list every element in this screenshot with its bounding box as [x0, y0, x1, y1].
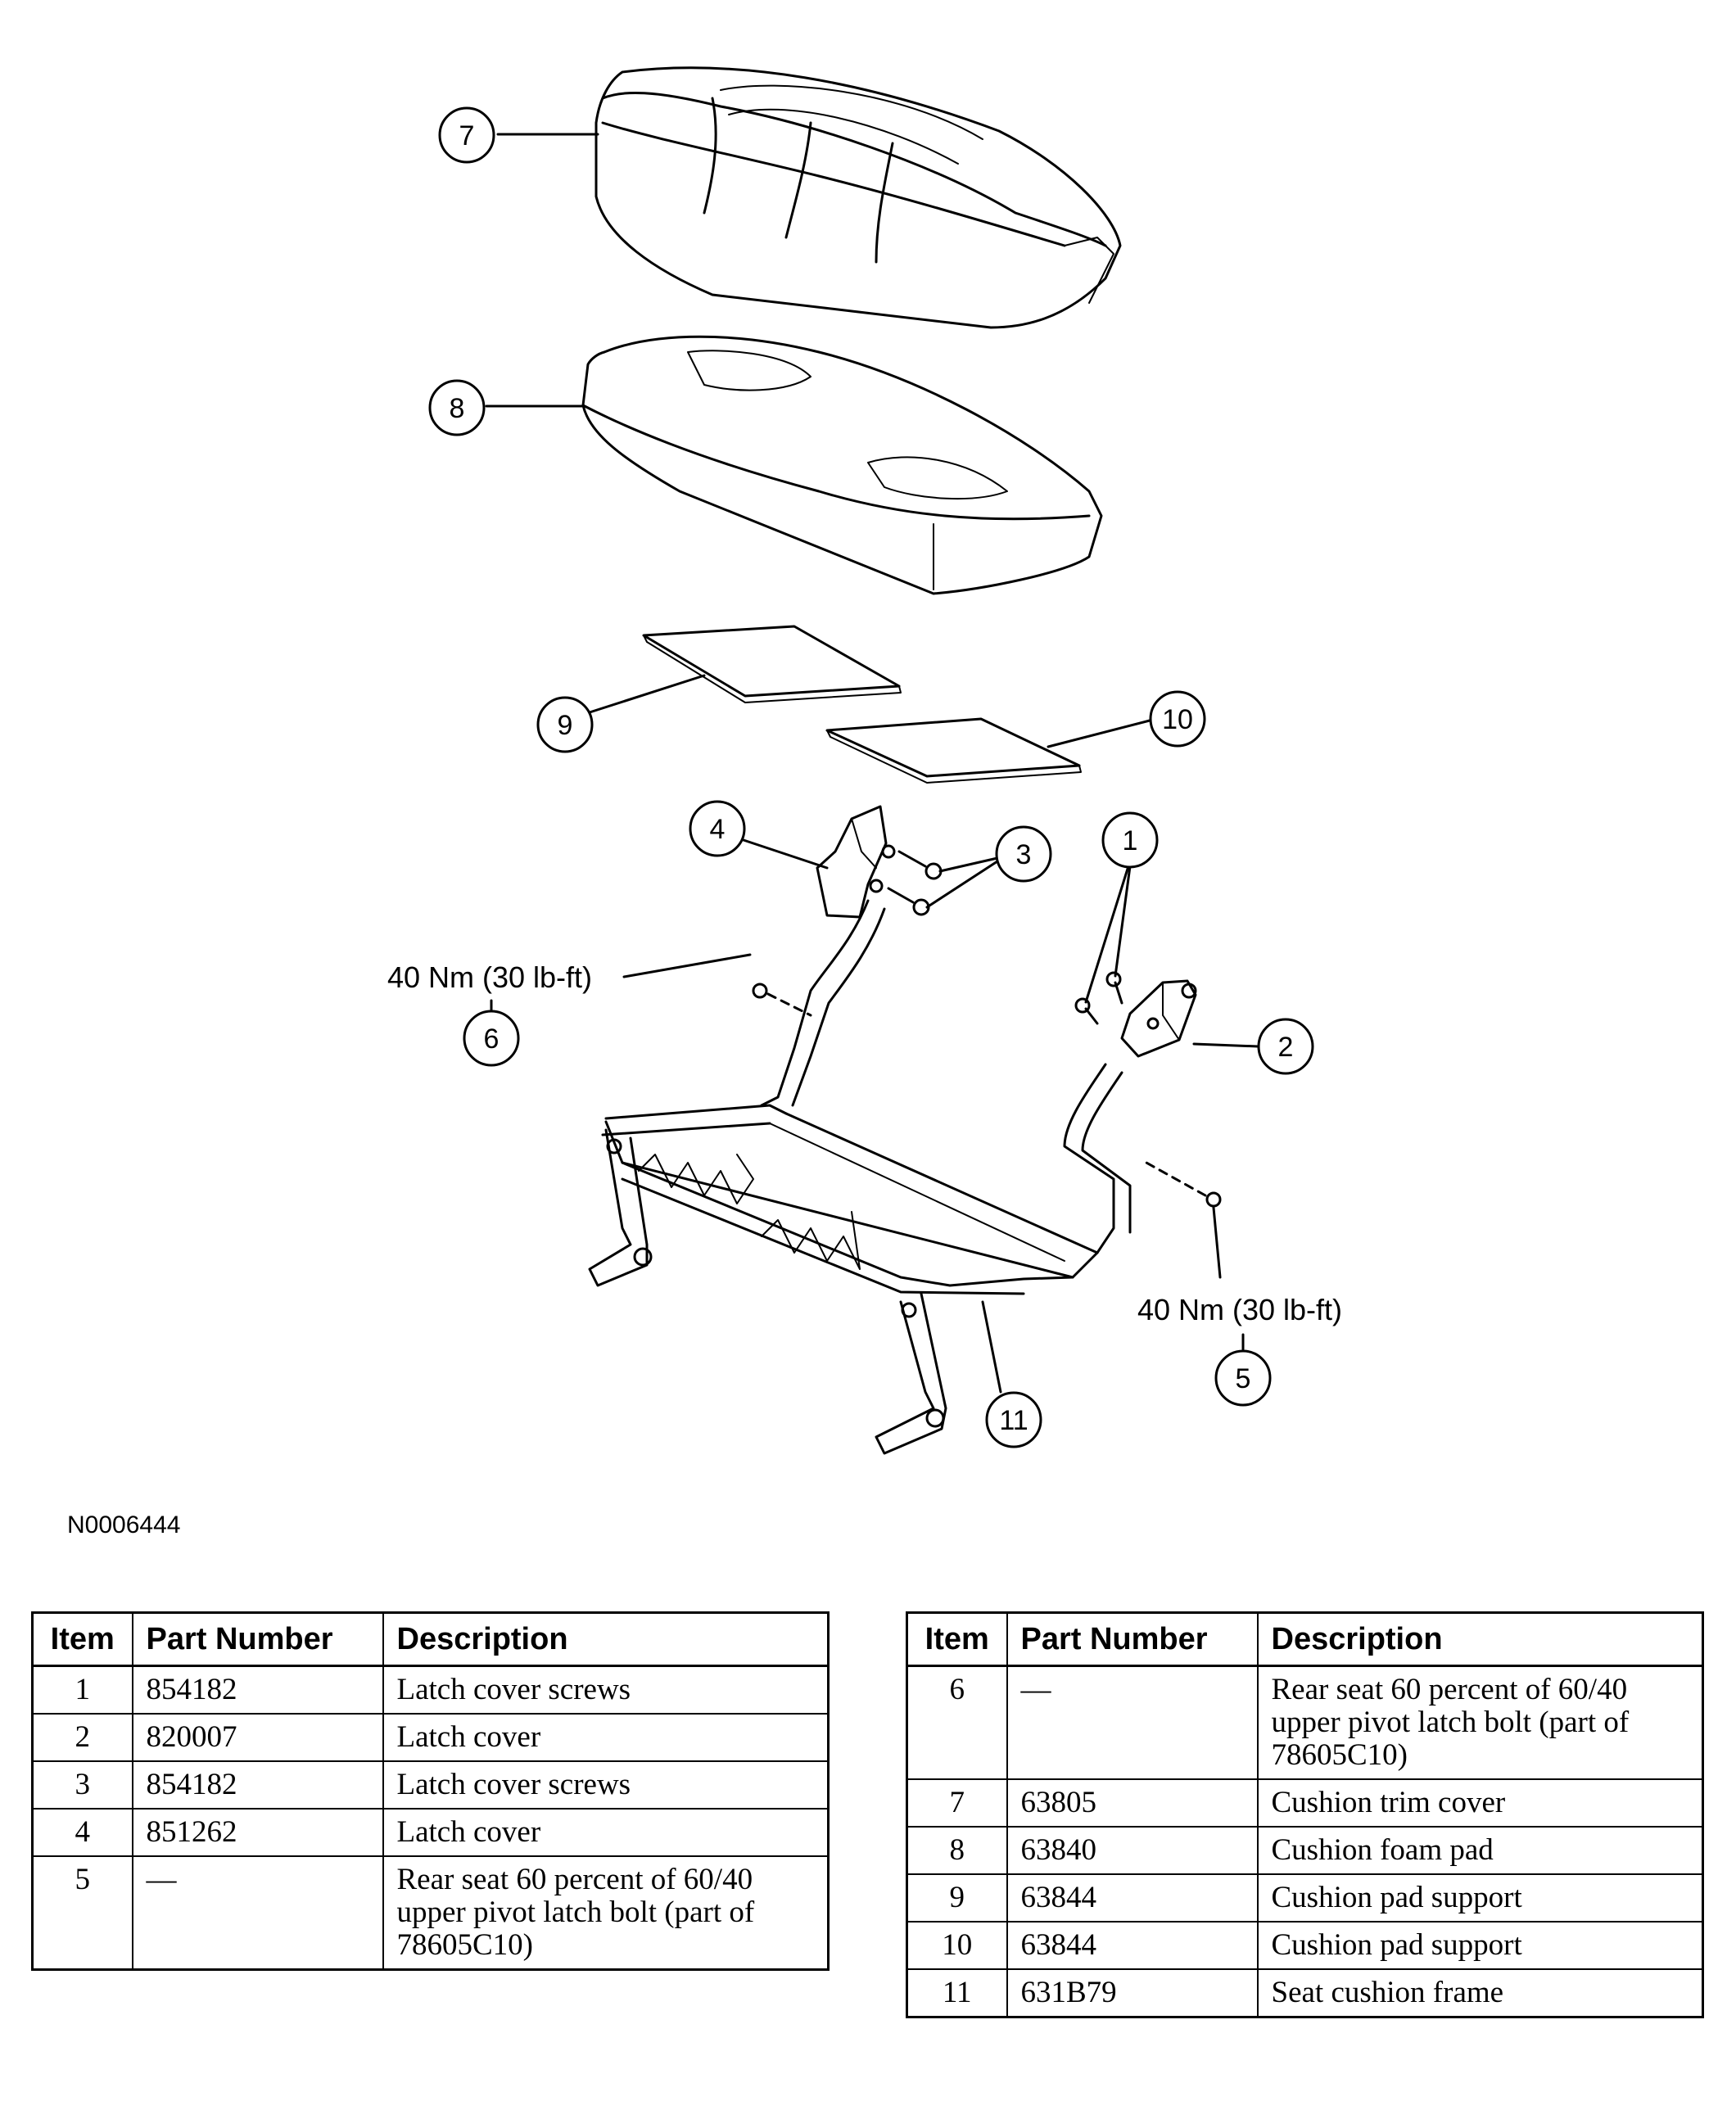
seat-cushion-frame — [588, 899, 1132, 1455]
parts-table-right: Item Part Number Description 6 — Rear se… — [906, 1611, 1704, 2018]
cell-item: 2 — [31, 1712, 133, 1762]
latch-cover-screws-1 — [1074, 971, 1123, 1025]
header-item: Item — [906, 1611, 1008, 1667]
cushion-pad-support-10 — [825, 717, 1082, 784]
cell-description: Rear seat 60 percent of 60/40 upper pivo… — [1256, 1665, 1704, 1780]
table-row: 3 854182 Latch cover screws — [31, 1760, 830, 1810]
callout-1: 1 — [1084, 811, 1159, 1004]
cell-part-number: 854182 — [131, 1760, 384, 1810]
parts-table-left: Item Part Number Description 1 854182 La… — [31, 1611, 830, 1971]
header-part-number: Part Number — [131, 1611, 384, 1667]
cushion-trim-cover — [594, 66, 1122, 329]
table-row: 10 63844 Cushion pad support — [906, 1920, 1704, 1970]
header-item: Item — [31, 1611, 133, 1667]
table-row: 9 63844 Cushion pad support — [906, 1873, 1704, 1923]
cell-item: 6 — [906, 1665, 1008, 1780]
table-header-row: Item Part Number Description — [906, 1611, 1704, 1667]
svg-text:9: 9 — [558, 710, 573, 741]
callout-6: 6 — [463, 953, 752, 1067]
header-part-number: Part Number — [1006, 1611, 1259, 1667]
cell-item: 1 — [31, 1665, 133, 1715]
cell-description: Latch cover — [382, 1712, 830, 1762]
callout-10: 10 — [1047, 690, 1206, 748]
callout-7: 7 — [438, 106, 599, 164]
table-row: 6 — Rear seat 60 percent of 60/40 upper … — [906, 1665, 1704, 1780]
svg-text:6: 6 — [484, 1023, 500, 1055]
header-description: Description — [1256, 1611, 1704, 1667]
latch-cover-left — [816, 805, 896, 919]
cell-part-number: 820007 — [131, 1712, 384, 1762]
cell-item: 5 — [31, 1855, 133, 1971]
table-row: 2 820007 Latch cover — [31, 1712, 830, 1762]
cell-description: Cushion pad support — [1256, 1873, 1704, 1923]
svg-text:1: 1 — [1123, 825, 1138, 856]
cell-description: Latch cover — [382, 1807, 830, 1857]
callout-5: 5 — [1212, 1206, 1272, 1407]
cell-item: 4 — [31, 1807, 133, 1857]
callout-8: 8 — [428, 379, 585, 436]
cell-description: Cushion trim cover — [1256, 1778, 1704, 1828]
callout-3: 3 — [925, 825, 1052, 909]
cell-description: Rear seat 60 percent of 60/40 upper pivo… — [382, 1855, 830, 1971]
callout-4: 4 — [689, 800, 829, 870]
torque-label-6: 40 Nm (30 lb-ft) — [387, 960, 592, 994]
svg-text:3: 3 — [1016, 839, 1032, 870]
svg-text:4: 4 — [710, 814, 726, 845]
cell-description: Cushion pad support — [1256, 1920, 1704, 1970]
cell-part-number: 63840 — [1006, 1825, 1259, 1875]
bolt-6 — [752, 983, 812, 1017]
cell-part-number: 851262 — [131, 1807, 384, 1857]
svg-text:10: 10 — [1162, 704, 1193, 735]
table-row: 8 63840 Cushion foam pad — [906, 1825, 1704, 1875]
svg-text:2: 2 — [1278, 1032, 1294, 1063]
cell-part-number: — — [131, 1855, 384, 1971]
table-row: 4 851262 Latch cover — [31, 1807, 830, 1857]
cell-item: 3 — [31, 1760, 133, 1810]
callout-2: 2 — [1192, 1018, 1314, 1075]
figure-id: N0006444 — [67, 1511, 181, 1538]
table-header-row: Item Part Number Description — [31, 1611, 830, 1667]
cushion-foam-pad — [581, 335, 1103, 595]
table-row: 11 631B79 Seat cushion frame — [906, 1968, 1704, 2018]
cell-item: 8 — [906, 1825, 1008, 1875]
svg-text:11: 11 — [999, 1405, 1028, 1436]
cell-description: Cushion foam pad — [1256, 1825, 1704, 1875]
exploded-view-diagram: 7 8 9 10 — [387, 66, 1342, 1455]
bolt-5 — [1145, 1161, 1222, 1208]
callout-11: 11 — [981, 1300, 1042, 1448]
latch-cover-screws-3 — [887, 850, 943, 916]
cell-item: 7 — [906, 1778, 1008, 1828]
svg-text:5: 5 — [1236, 1363, 1251, 1394]
torque-label-5: 40 Nm (30 lb-ft) — [1137, 1293, 1342, 1326]
cell-description: Seat cushion frame — [1256, 1968, 1704, 2018]
table-row: 5 — Rear seat 60 percent of 60/40 upper … — [31, 1855, 830, 1971]
cell-item: 10 — [906, 1920, 1008, 1970]
table-row: 1 854182 Latch cover screws — [31, 1665, 830, 1715]
cell-part-number: 854182 — [131, 1665, 384, 1715]
cell-item: 9 — [906, 1873, 1008, 1923]
cell-item: 11 — [906, 1968, 1008, 2018]
cell-part-number: 63844 — [1006, 1920, 1259, 1970]
table-row: 7 63805 Cushion trim cover — [906, 1778, 1704, 1828]
svg-text:7: 7 — [459, 120, 475, 151]
cell-part-number: 63844 — [1006, 1873, 1259, 1923]
cell-part-number: — — [1006, 1665, 1259, 1780]
cell-part-number: 63805 — [1006, 1778, 1259, 1828]
cell-description: Latch cover screws — [382, 1760, 830, 1810]
cell-part-number: 631B79 — [1006, 1968, 1259, 2018]
callout-9: 9 — [536, 674, 706, 753]
cushion-pad-support-9 — [642, 625, 902, 703]
svg-text:8: 8 — [450, 393, 465, 424]
header-description: Description — [382, 1611, 830, 1667]
cell-description: Latch cover screws — [382, 1665, 830, 1715]
latch-cover-right — [1120, 979, 1197, 1058]
